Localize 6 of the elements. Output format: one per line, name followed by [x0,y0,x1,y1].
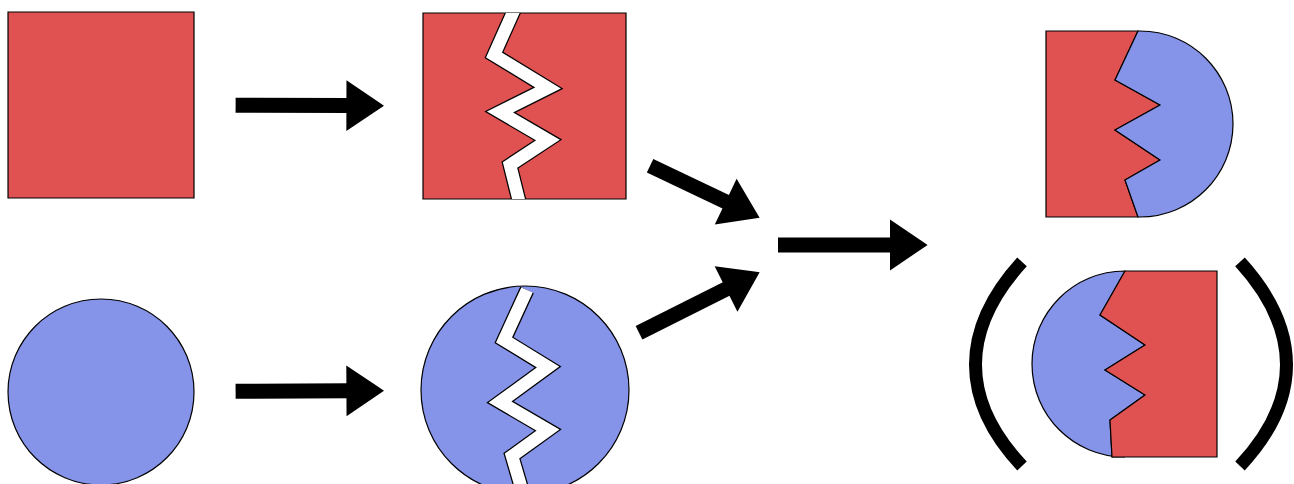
joined-shape [1045,30,1234,218]
broken-square [422,12,627,200]
square [7,11,195,199]
broken-circle [420,285,630,484]
joined-shape [1031,270,1218,458]
circle [7,298,195,484]
